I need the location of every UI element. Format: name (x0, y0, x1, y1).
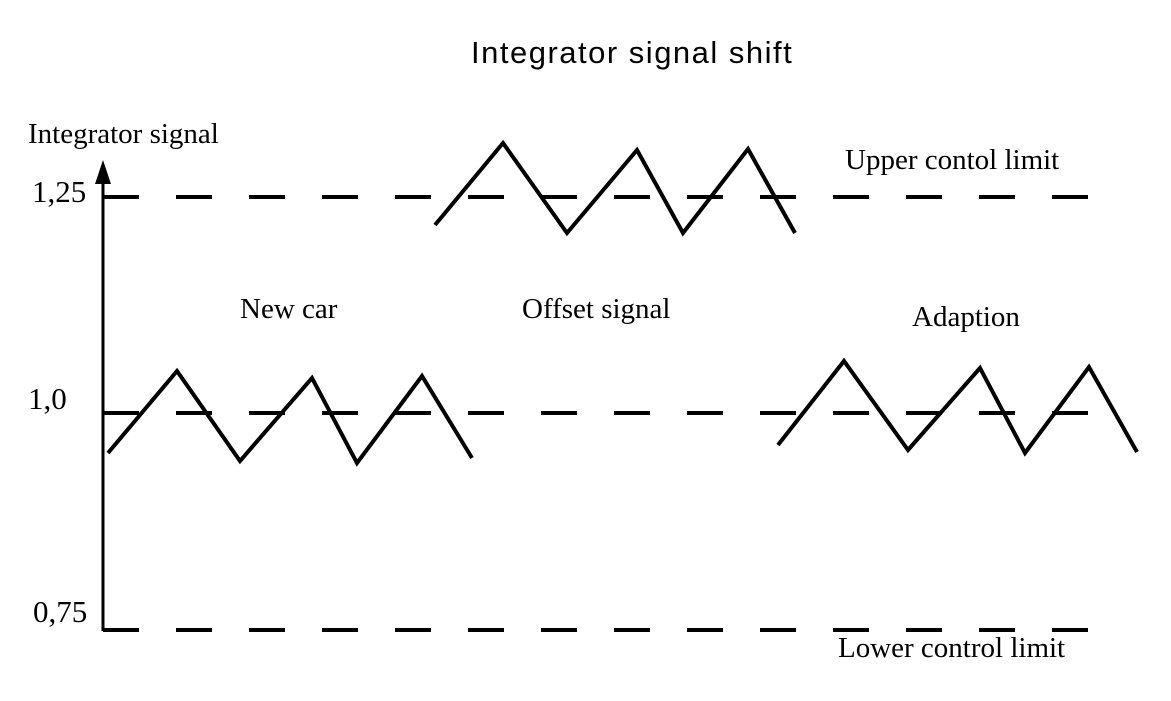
phase-label-adaption: Adaption (912, 301, 1020, 333)
figure-title: Integrator signal shift (471, 35, 794, 70)
lower-control-limit-label: Lower control limit (838, 632, 1066, 664)
offset-signal (433, 139, 797, 237)
upper-control-limit-label: Upper contol limit (845, 144, 1060, 176)
y-axis-label: Integrator signal (28, 118, 219, 150)
y-tick-1-0: 1,0 (28, 381, 67, 416)
y-tick-0-75: 0,75 (33, 594, 88, 629)
phase-label-offset-signal: Offset signal (522, 293, 671, 325)
adaption-signal (776, 357, 1139, 457)
y-axis-arrowhead (95, 160, 111, 184)
phase-label-new-car: New car (240, 293, 338, 325)
new-car-signal (106, 367, 474, 467)
y-tick-1-25: 1,25 (32, 174, 87, 209)
